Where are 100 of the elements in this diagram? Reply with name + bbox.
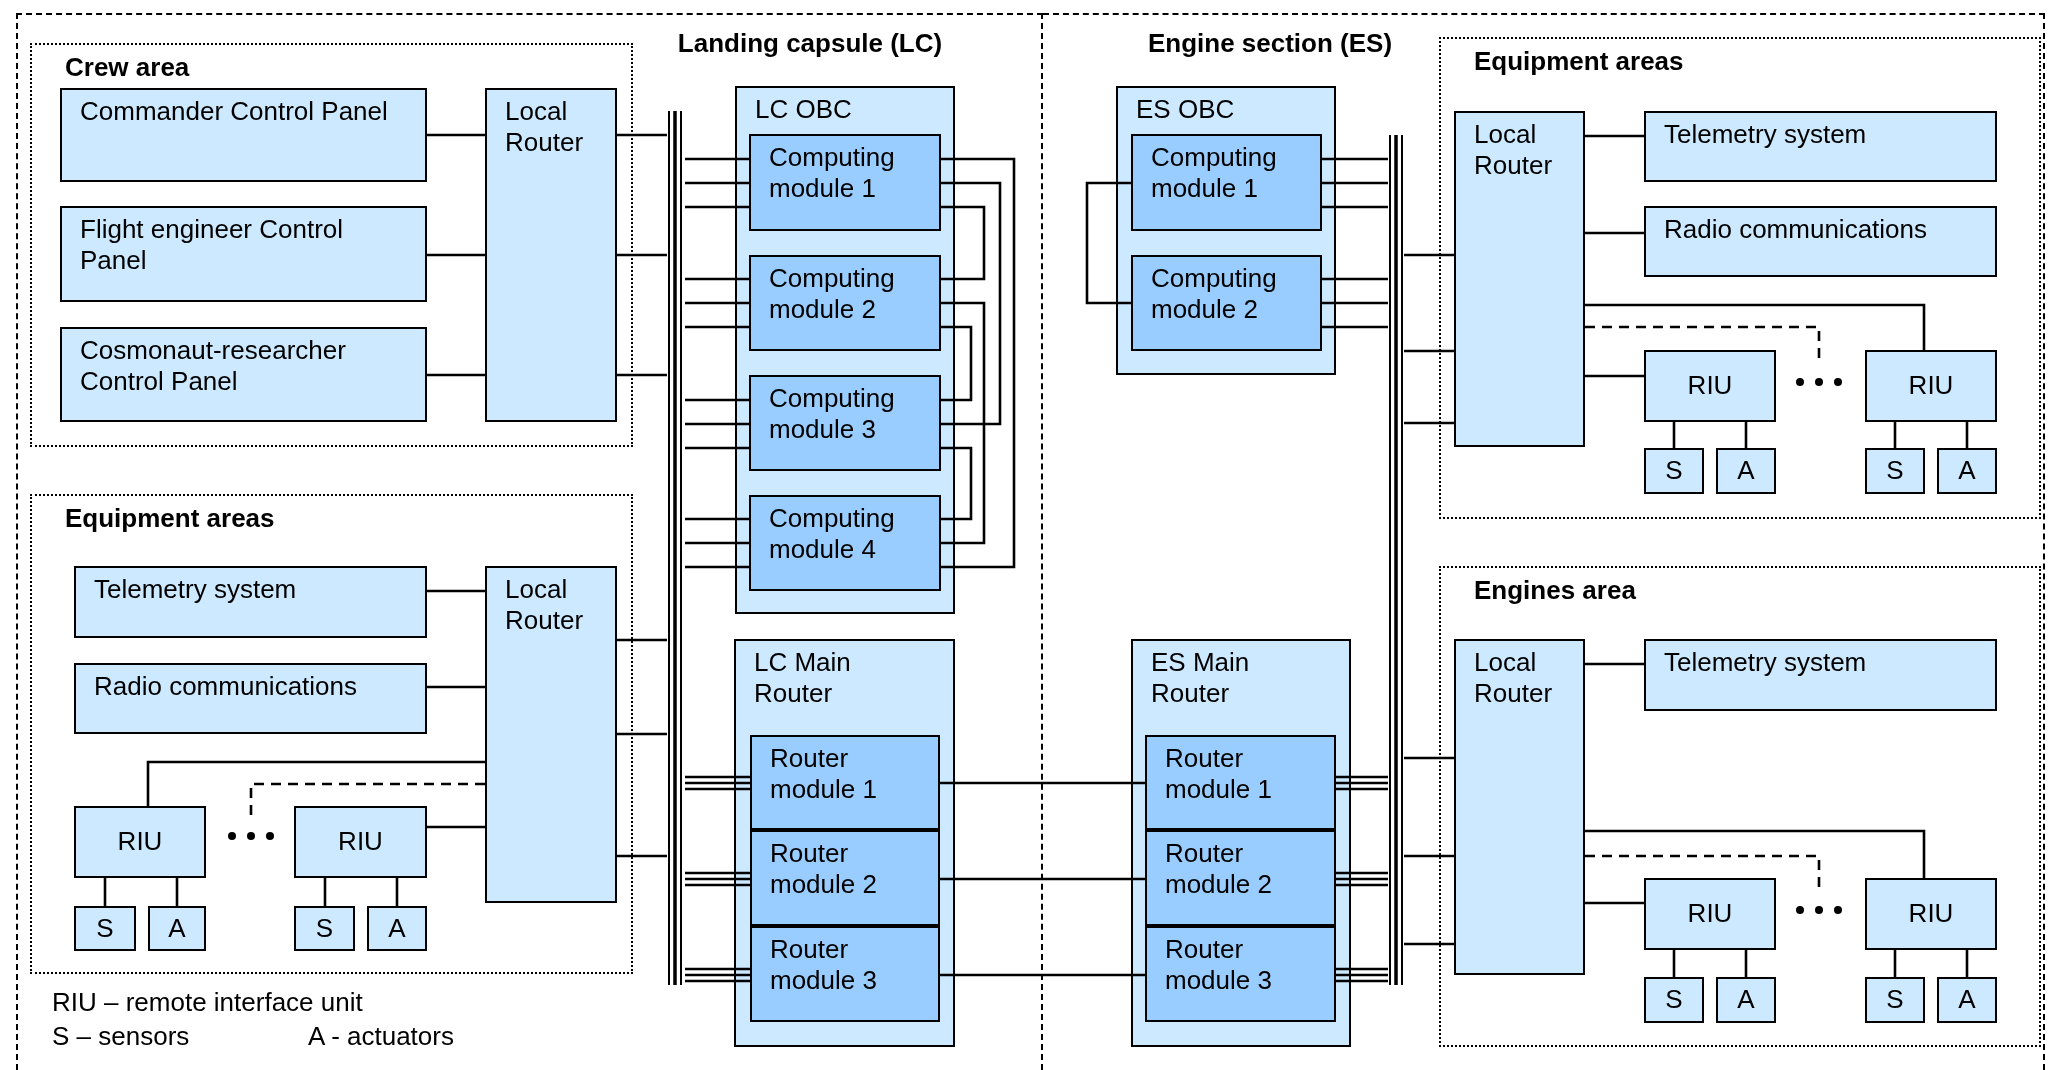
connector-line [940, 877, 1145, 881]
module-box [750, 735, 940, 830]
connector-line [1672, 950, 1676, 977]
unit-box [1454, 111, 1585, 447]
module-box [750, 830, 940, 926]
connector-line [1585, 134, 1644, 138]
connector-line [1965, 422, 1969, 448]
module-box [749, 255, 941, 351]
connector-line [1893, 950, 1897, 977]
unit-box [485, 88, 617, 422]
legend-note: RIU – remote interface unit [52, 987, 363, 1017]
connector-line [685, 967, 750, 971]
unit-box [60, 206, 427, 302]
node-label: ES OBC [1136, 94, 1236, 126]
connector-line [685, 277, 749, 281]
connector-line [1585, 662, 1644, 666]
unit-box [60, 327, 427, 422]
node-label: RIU [1908, 898, 1954, 930]
connector-line [941, 301, 986, 545]
connector-line [1744, 950, 1748, 977]
connector-line [1585, 374, 1644, 378]
connector-line [1322, 205, 1388, 209]
unit-box [294, 906, 355, 951]
container-box [1131, 639, 1351, 1047]
module-box [749, 495, 941, 591]
node-label: LC Main Router [754, 647, 852, 710]
connector-line [1404, 253, 1454, 257]
connector-line [1965, 950, 1969, 977]
node-label: LC OBC [755, 94, 853, 126]
node-label: RIU [1908, 370, 1954, 402]
node-label: A [1958, 455, 1976, 487]
connector-line [685, 883, 750, 887]
connector-line [427, 825, 485, 829]
unit-box [1865, 878, 1997, 950]
connector-line [1336, 967, 1388, 971]
bus-bar [667, 111, 685, 985]
node-label: A [388, 912, 406, 945]
node-label: Local Router [505, 574, 585, 637]
node-label: S [1665, 455, 1683, 487]
connector-line [617, 854, 667, 858]
node-label: Computing module 4 [769, 503, 896, 566]
connector-line [1893, 422, 1897, 448]
connector-line [685, 565, 749, 569]
unit-box [1865, 977, 1925, 1023]
connector-line [1672, 422, 1676, 448]
unit-box [1454, 639, 1585, 975]
section-frame [1043, 13, 2045, 1070]
module-box [1131, 134, 1322, 231]
area-title: Equipment areas [65, 502, 276, 535]
module-box [1145, 926, 1336, 1022]
node-label: Router module 3 [770, 934, 878, 997]
node-label: Radio communications [1664, 214, 1928, 246]
connector-line [685, 541, 749, 545]
connector-line [1404, 756, 1454, 760]
node-label: A [168, 912, 186, 945]
container-box [1116, 86, 1336, 375]
module-box [1131, 255, 1322, 351]
unit-box [1644, 350, 1776, 422]
node-label: Local Router [1474, 647, 1554, 710]
node-label: Router module 2 [1165, 838, 1273, 901]
connector-line [685, 775, 750, 779]
unit-box [294, 806, 427, 878]
node-label: A [1737, 984, 1755, 1016]
unit-box [1644, 878, 1776, 950]
unit-box [1644, 206, 1997, 277]
connector-line [685, 517, 749, 521]
module-box [749, 375, 941, 471]
connector-line [685, 181, 749, 185]
node-label: Flight engineer Control Panel [80, 214, 345, 277]
connector-line [685, 422, 749, 426]
connector-line [685, 979, 750, 983]
unit-box [74, 806, 206, 878]
unit-box [1716, 448, 1776, 494]
connector-line [1404, 421, 1454, 425]
unit-box [367, 906, 427, 951]
node-label: A [1737, 455, 1755, 487]
unit-box [148, 906, 206, 951]
connector-line [617, 373, 667, 377]
connector-line [617, 638, 667, 642]
area-frame [30, 43, 633, 447]
connector-line [427, 589, 485, 593]
module-box [750, 926, 940, 1022]
module-box [749, 134, 941, 231]
connector-line [617, 133, 667, 137]
connector-line [1585, 829, 1926, 878]
connector-line [1336, 877, 1388, 881]
connector-line [685, 871, 750, 875]
module-box [1145, 830, 1336, 926]
connector-line [323, 878, 327, 906]
connector-line [685, 787, 750, 791]
connector-line [1336, 883, 1388, 887]
node-label: Commander Control Panel [80, 96, 389, 128]
node-label: Computing module 2 [769, 263, 896, 326]
connector-line [427, 253, 485, 257]
connector-line [1322, 157, 1388, 161]
node-label: Radio communications [94, 671, 358, 703]
connector-line [617, 253, 667, 257]
unit-box [1865, 350, 1997, 422]
node-label: RIU [1687, 370, 1733, 402]
node-label: A [1958, 984, 1976, 1016]
